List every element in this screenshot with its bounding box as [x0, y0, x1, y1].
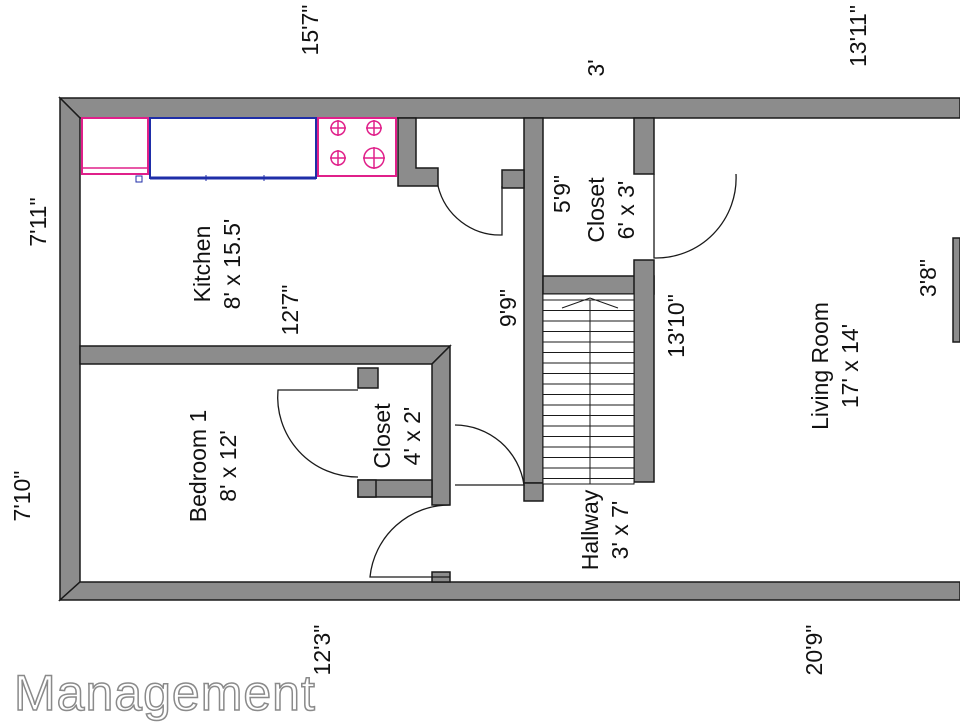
watermark: Management: [13, 664, 316, 722]
outer-wall-left: [59, 96, 81, 602]
stairs: [542, 293, 635, 485]
hallway-name: Hallway: [577, 489, 603, 570]
door-swings: [277, 173, 737, 578]
stair-right-wall: [633, 259, 655, 483]
hallway-left-jamb: [501, 169, 525, 189]
dim-right-small: 3'8": [915, 259, 941, 297]
closet-top-size: 6' x 3': [613, 181, 639, 240]
top-closet-wall-upper: [633, 117, 655, 175]
dim-left-lower: 7'10": [9, 471, 35, 522]
dim-hall-length: 9'9": [495, 289, 521, 327]
hallway-left-lower-jamb: [523, 482, 544, 502]
closet-top-name: Closet: [583, 177, 609, 243]
dim-left-upper: 7'11": [25, 197, 51, 246]
kitchen-size: 8' x 15.5': [219, 219, 245, 310]
dim-top-right: 13'11": [845, 5, 871, 67]
kitchen-appliances: [81, 117, 397, 183]
kitchen-stub-wall: [397, 117, 439, 187]
closet-jamb-top: [357, 367, 379, 389]
bedroom1-size: 8' x 12': [215, 430, 241, 501]
closet-bedroom-size: 4' x 2': [399, 407, 425, 466]
closet-wall-left-stub: [357, 479, 377, 498]
dim-kitchen-width: 12'7": [277, 285, 303, 336]
dim-bottom-right: 20'9": [801, 625, 827, 676]
dim-bottom-left: 12'3": [309, 625, 335, 676]
closet-top-door-swing: [653, 173, 737, 259]
hallway-door-swing: [454, 424, 525, 486]
hallway-left-wall: [523, 117, 544, 484]
dim-top-left: 15'7": [297, 5, 323, 56]
right-wall-fragment: [952, 237, 960, 343]
bedroom1-name: Bedroom 1: [185, 410, 211, 523]
walls: [58, 96, 960, 602]
bedroom-closet-door-swing: [277, 389, 359, 478]
bedroom-door-swing: [369, 504, 451, 578]
closet-bedroom-name: Closet: [369, 403, 395, 469]
dimension-labels: 15'7" 3' 13'11" 7'11" 7'10" 12'7" 9'9" 5…: [9, 5, 941, 676]
kitchen-door-swing: [437, 185, 503, 236]
room-labels: Kitchen 8' x 15.5' Bedroom 1 8' x 12' Cl…: [185, 177, 863, 570]
living-room-size: 17' x 14': [837, 324, 863, 408]
kitchen-name: Kitchen: [189, 226, 215, 303]
living-room-name: Living Room: [807, 302, 833, 430]
hallway-size: 3' x 7': [607, 501, 633, 560]
outer-wall-top: [58, 97, 960, 119]
bedroom-right-wall: [431, 344, 451, 506]
dim-living-width: 13'10": [663, 294, 689, 358]
dim-top-mid: 3': [583, 59, 609, 76]
counter: [149, 117, 317, 179]
refrigerator: [81, 117, 149, 175]
stove: [317, 117, 397, 177]
bedroom-top-wall: [79, 345, 452, 365]
dim-closet-depth: 5'9": [549, 175, 575, 213]
outer-wall-bottom: [58, 581, 960, 601]
